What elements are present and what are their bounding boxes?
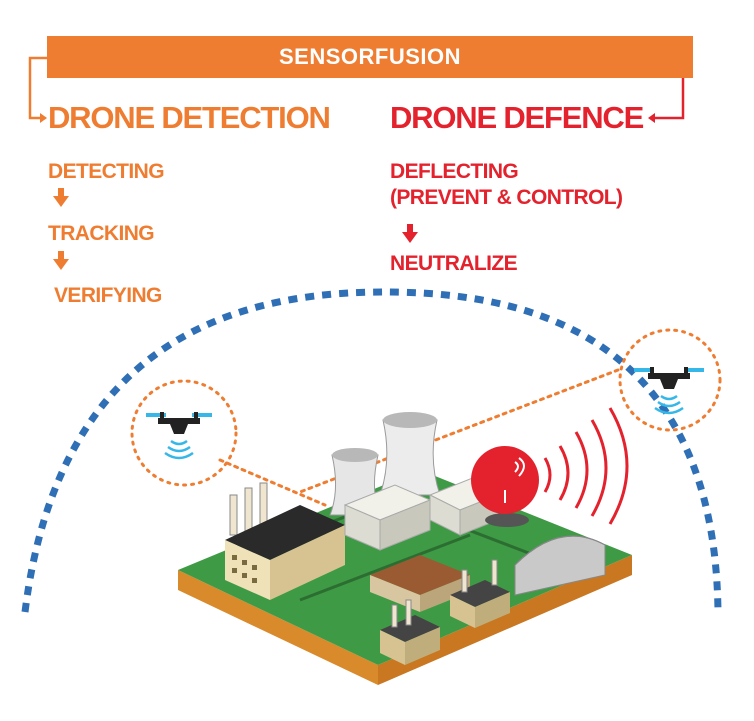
- arrow-down-icon: [402, 224, 418, 243]
- step-tracking: TRACKING: [48, 222, 155, 245]
- drone-icon: [634, 367, 704, 389]
- bracket-arrowhead-right: [648, 113, 655, 123]
- jammer-icon: [471, 446, 539, 527]
- tracking-line-left: [218, 458, 327, 507]
- bracket-arrow-icon: [28, 56, 47, 120]
- jamming-waves: [543, 407, 629, 525]
- step-deflecting: DEFLECTING: [390, 160, 519, 183]
- sensorfusion-banner: SENSORFUSION: [47, 36, 693, 78]
- step-neutralize: NEUTRALIZE: [390, 252, 518, 275]
- drone-detection-title: DRONE DETECTION: [48, 100, 331, 135]
- drone-icon: [146, 412, 212, 434]
- step-verifying: VERIFYING: [54, 284, 162, 307]
- arrow-down-icon: [53, 251, 69, 270]
- arrow-down-icon: [53, 188, 69, 207]
- drone-zone-right: [618, 328, 722, 432]
- step-detecting: DETECTING: [48, 160, 165, 183]
- step-prevent-control: (PREVENT & CONTROL): [390, 186, 623, 209]
- bracket-arrowhead-left: [40, 113, 47, 123]
- drone-zone-left: [130, 379, 238, 487]
- drone-defence-title: DRONE DEFENCE: [390, 100, 644, 135]
- coverage-dome: [21, 288, 722, 613]
- signal-icon: [654, 394, 684, 415]
- signal-icon: [164, 439, 194, 460]
